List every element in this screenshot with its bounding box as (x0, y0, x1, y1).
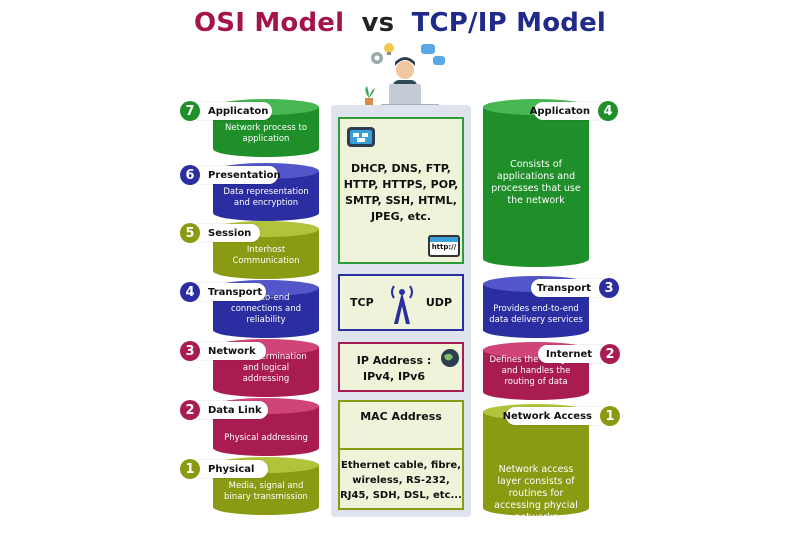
layer-name: Session (208, 227, 252, 239)
layer-name: Transport (208, 286, 263, 298)
layer-number: 1 (180, 459, 200, 479)
browser-icon: http:// (428, 235, 460, 257)
protocol-line: SMTP, SSH, HTML, (345, 194, 457, 207)
layer-label-pill: 1 Physical (180, 459, 268, 479)
layer-name: Internet (545, 348, 592, 360)
globe-icon (441, 349, 459, 367)
ip-line-1: IP Address : (356, 354, 432, 367)
layer-name: Applicaton (208, 105, 269, 117)
layer-label-pill: 5 Session (180, 223, 260, 243)
layer-name: Network Access (502, 410, 592, 422)
layer-description: Path determination and logical addressin… (225, 352, 307, 384)
layer-name: Network (208, 345, 256, 357)
http-label: http:// (431, 243, 457, 251)
layer-description: Network process to application (224, 123, 308, 144)
layer-number: 2 (600, 344, 620, 364)
page-title: OSI Model vs TCP/IP Model (0, 8, 800, 38)
transport-protocols-box: TCP UDP (338, 274, 464, 331)
layer-number: 4 (598, 101, 618, 121)
layer-label-pill: 3 Network (180, 341, 266, 361)
layer-label-pill: 4 Transport (180, 282, 266, 302)
media-line: Ethernet cable, fibre, (340, 460, 461, 471)
antenna-tower-icon (391, 285, 413, 324)
layer-label-pill: 2 Internet (538, 344, 620, 364)
layer-description: Physical addressing (224, 433, 308, 443)
layer-number: 3 (180, 341, 200, 361)
udp-label: UDP (425, 296, 452, 309)
layer-label-pill: 3 Transport (531, 278, 619, 298)
layer-name: Transport (536, 282, 591, 294)
layer-number: 4 (180, 282, 200, 302)
layer-name: Data Link (208, 404, 262, 416)
layer-description: Data representation and encryption (223, 187, 309, 208)
protocol-line: HTTP, HTTPS, POP, (343, 178, 459, 191)
person-laptop-icon (365, 43, 445, 108)
layer-label-pill: 7 Applicaton (180, 101, 272, 121)
layer-number: 1 (600, 406, 620, 426)
layer-label-pill: 1 Network Access (503, 406, 620, 426)
ip-line-2: IPv4, IPv6 (363, 370, 425, 383)
layer-number: 7 (180, 101, 200, 121)
mac-label: MAC Address (360, 410, 442, 423)
title-tcp: TCP/IP Model (411, 8, 607, 38)
layer-name: Presentation (208, 169, 281, 181)
ip-address-box: IP Address : IPv4, IPv6 (338, 342, 464, 392)
gear-icon (371, 52, 383, 64)
layer-name: Physical (208, 463, 255, 475)
lightbulb-icon (384, 43, 394, 55)
protocol-line: DHCP, DNS, FTP, (351, 162, 451, 175)
protocol-line: JPEG, etc. (370, 210, 432, 223)
layer-description: Network access layer consists of routine… (494, 464, 578, 523)
layer-label-pill: 4 Applicaton (530, 101, 618, 121)
layer-description: Consists of applications and processes t… (491, 159, 581, 206)
layer-cylinder: Consists of applications and processes t… (483, 99, 589, 267)
layer-description: Media, signal and binary transmission (224, 481, 308, 502)
layer-description: Defines the datagram and handles the rou… (489, 355, 583, 387)
layer-description: Provides end-to-end data delivery servic… (489, 304, 583, 325)
media-line: wireless, RS-232, (352, 475, 450, 486)
layer-description: Interhost Communication (232, 245, 300, 266)
tcp-label: TCP (350, 296, 374, 309)
network-badge-icon (347, 127, 375, 147)
layer-label-pill: 6 Presentation (180, 165, 281, 185)
layer-number: 3 (599, 278, 619, 298)
title-vs: vs (361, 8, 395, 38)
chat-icon (421, 44, 445, 65)
layer-number: 2 (180, 400, 200, 420)
layer-description: End-to-end connections and reliability (231, 293, 301, 325)
layer-number: 6 (180, 165, 200, 185)
layer-cylinder: Defines the datagram and handles the rou… (483, 342, 589, 400)
title-osi: OSI Model (193, 8, 345, 38)
layer-label-pill: 2 Data Link (180, 400, 268, 420)
plant-icon (365, 86, 375, 106)
link-physical-box: MAC Address Ethernet cable, fibre, wirel… (338, 400, 464, 510)
layer-number: 5 (180, 223, 200, 243)
media-line: RJ45, SDH, DSL, etc... (340, 490, 462, 501)
application-protocols-box: DHCP, DNS, FTP, HTTP, HTTPS, POP, SMTP, … (338, 117, 464, 264)
layer-name: Applicaton (529, 105, 590, 117)
